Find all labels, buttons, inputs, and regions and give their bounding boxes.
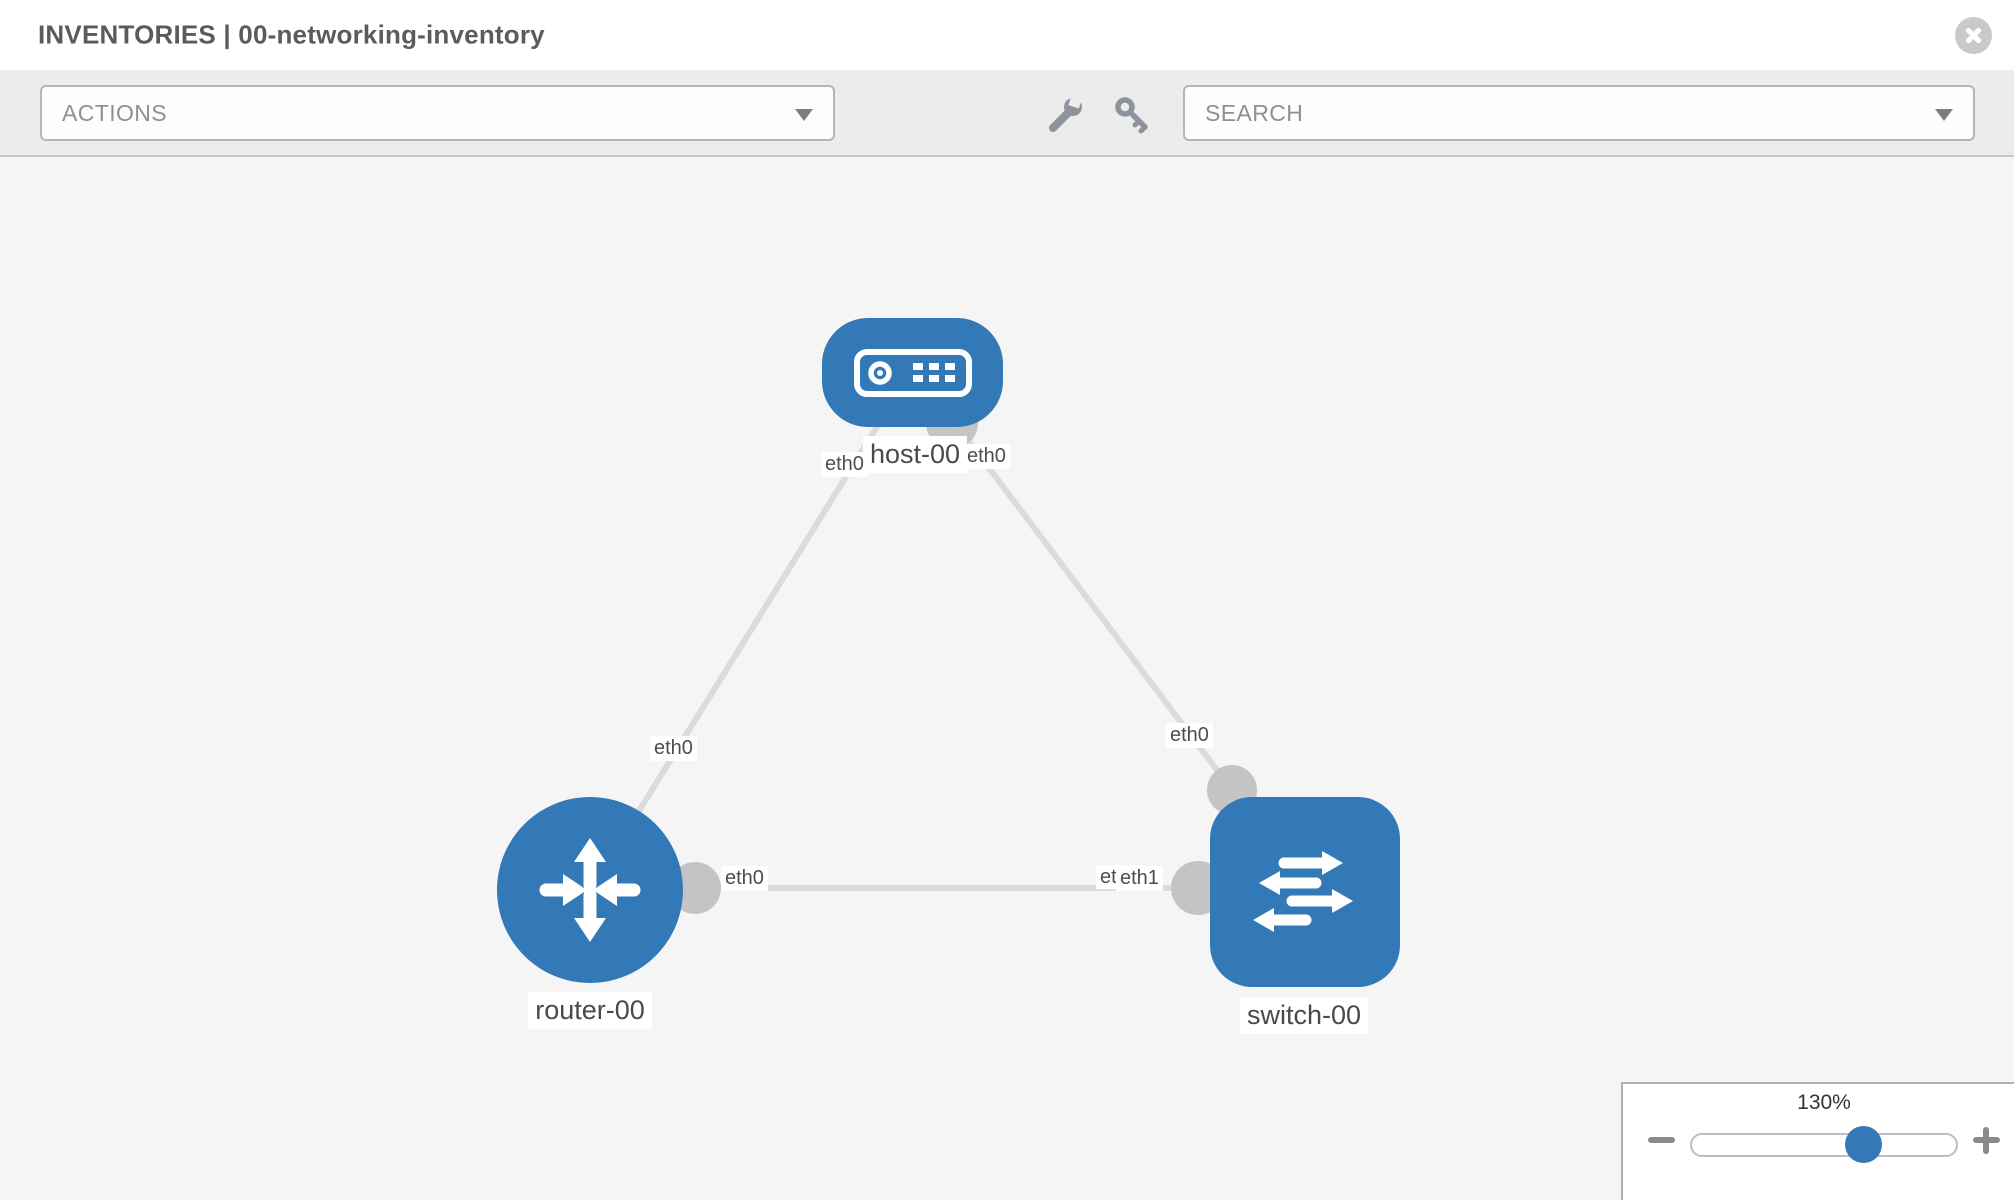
zoom-slider-track[interactable] [1690, 1133, 1958, 1157]
interface-label: eth0 [650, 736, 697, 761]
node-label-host: host-00 [862, 436, 968, 473]
node-label-router: router-00 [528, 992, 652, 1029]
switch-icon [1253, 851, 1353, 932]
wrench-icon [1049, 94, 1083, 132]
interface-label: eth0 [721, 866, 768, 891]
credentials-button[interactable] [1112, 94, 1154, 136]
close-icon [1955, 17, 1992, 54]
page-title: INVENTORIES | 00-networking-inventory [38, 19, 545, 50]
caret-down-icon [1935, 109, 1953, 121]
app-header: INVENTORIES | 00-networking-inventory [0, 0, 2014, 70]
interface-label: eth0 [1166, 723, 1213, 748]
topology-canvas[interactable]: host-00 router-00 switch-00 eth0 eth0 et… [0, 157, 2014, 1200]
close-button[interactable] [1955, 17, 1992, 54]
interface-label-overlap: eth0 eth1 [1096, 865, 1163, 891]
zoom-panel: 130% [1621, 1082, 2014, 1200]
minus-icon [1648, 1137, 1675, 1143]
configure-button[interactable] [1045, 94, 1087, 136]
node-label-switch: switch-00 [1239, 997, 1369, 1034]
zoom-level-label: 130% [1797, 1091, 1851, 1114]
search-dropdown[interactable]: SEARCH [1183, 85, 1975, 141]
interface-label: eth0 [963, 444, 1010, 469]
node-host-00[interactable] [822, 318, 1003, 427]
interface-label: eth0 [821, 452, 868, 477]
zoom-in-button[interactable] [1973, 1126, 2001, 1154]
key-icon [1115, 97, 1148, 134]
node-switch-00[interactable] [1210, 797, 1400, 987]
actions-dropdown[interactable]: ACTIONS [40, 85, 835, 141]
toolbar: ACTIONS SEARCH [0, 70, 2014, 157]
host-icon [853, 348, 972, 397]
router-icon [539, 838, 641, 942]
interface-label: eth1 [1116, 866, 1163, 891]
actions-dropdown-label: ACTIONS [62, 99, 168, 126]
zoom-out-button[interactable] [1647, 1128, 1677, 1152]
links-layer [587, 397, 1257, 915]
caret-down-icon [795, 109, 813, 121]
search-dropdown-label: SEARCH [1205, 99, 1304, 126]
node-router-00[interactable] [497, 797, 683, 983]
zoom-slider-thumb[interactable] [1845, 1126, 1882, 1163]
